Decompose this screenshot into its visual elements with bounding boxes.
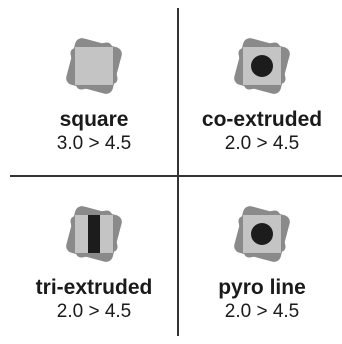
square-rod-icon (66, 38, 122, 94)
horizontal-divider (10, 175, 342, 177)
product-grid: square 3.0 > 4.5 co-extruded 2.0 > 4.5 (10, 8, 342, 336)
product-title: co-extruded (201, 108, 323, 131)
product-range: 2.0 > 4.5 (56, 301, 132, 322)
product-range: 2.0 > 4.5 (224, 133, 300, 154)
product-card-square: square 3.0 > 4.5 (10, 8, 178, 176)
product-range: 3.0 > 4.5 (56, 133, 132, 154)
product-card-pyro-line: pyro line 2.0 > 4.5 (178, 176, 342, 344)
product-title: square (59, 108, 129, 131)
product-title: tri-extruded (35, 276, 153, 299)
co-extruded-rod-icon (234, 38, 290, 94)
pyro-line-rod-icon (234, 206, 290, 262)
product-range: 2.0 > 4.5 (224, 301, 300, 322)
tri-extruded-rod-icon (66, 206, 122, 262)
product-title: pyro line (218, 276, 306, 299)
product-card-tri-extruded: tri-extruded 2.0 > 4.5 (10, 176, 178, 344)
vertical-divider (177, 8, 179, 336)
product-card-co-extruded: co-extruded 2.0 > 4.5 (178, 8, 342, 176)
